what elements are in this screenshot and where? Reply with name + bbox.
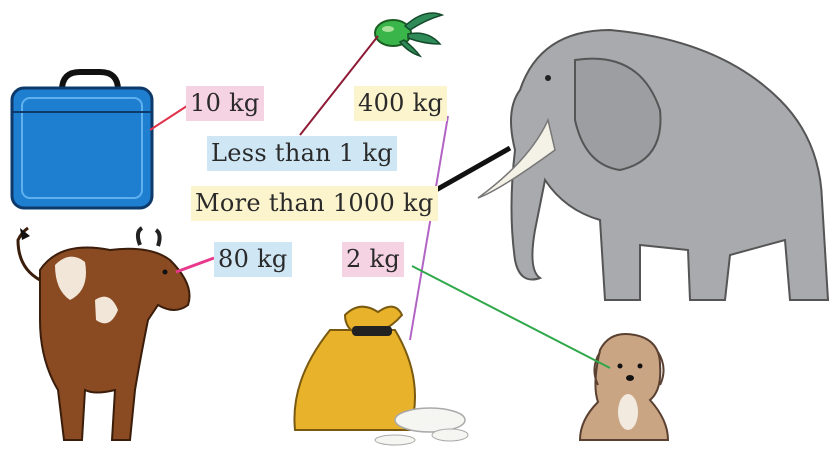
connector-sack [410, 116, 448, 340]
label-400-kg: 400 kg [354, 86, 447, 121]
rice-sack-picture [294, 307, 468, 445]
label-more-than-1000-kg: More than 1000 kg [191, 186, 438, 221]
cow-picture [18, 228, 190, 440]
label-less-than-1-kg: Less than 1 kg [207, 136, 397, 171]
elephant-picture [478, 30, 828, 300]
label-2-kg: 2 kg [342, 242, 404, 277]
connector-suitcase [150, 104, 190, 130]
connector-puppy [412, 266, 610, 368]
connector-cow [176, 258, 214, 272]
label-10-kg: 10 kg [186, 86, 264, 121]
mango-picture [375, 13, 442, 56]
suitcase-picture [12, 72, 152, 208]
puppy-picture [580, 334, 668, 440]
label-80-kg: 80 kg [214, 242, 292, 277]
